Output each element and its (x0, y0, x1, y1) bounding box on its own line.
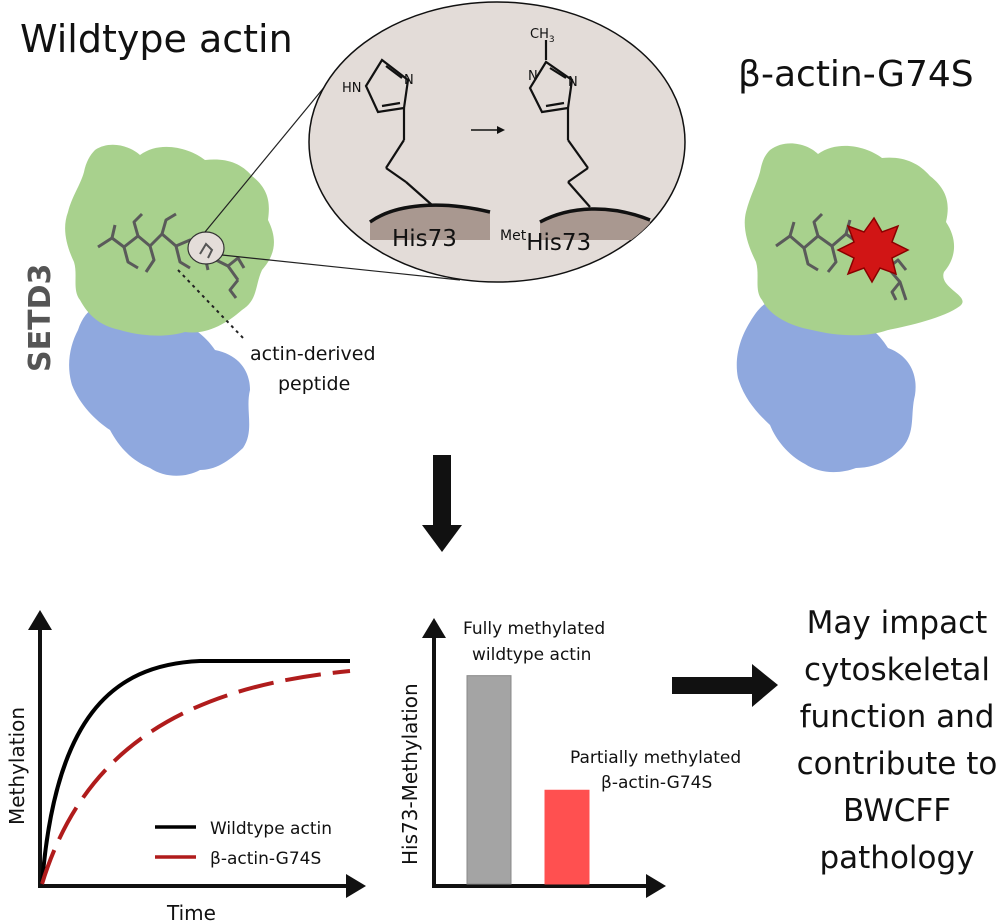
conclusion-line-3: function and (800, 699, 995, 735)
label-his73: His73 (392, 226, 457, 252)
label-n-left: N (404, 73, 414, 88)
conclusion-line-2: cytoskeletal (804, 652, 990, 688)
kinetics-xlabel: Time (166, 901, 216, 924)
setd3-label: SETD3 (23, 264, 58, 372)
label-methis73: MetHis73 (500, 228, 591, 256)
label-n-right: N (568, 75, 578, 90)
zoom-line-upper (204, 67, 341, 233)
bar-ylabel: His73-Methylation (398, 683, 422, 865)
down-arrow (422, 455, 462, 552)
bar1-label-line1: Fully methylated (463, 619, 605, 639)
histidine-left (364, 58, 433, 206)
legend-label-mutant: β-actin-G74S (210, 849, 321, 869)
peptide-stick-left (97, 212, 246, 299)
wildtype-title: Wildtype actin (20, 17, 293, 61)
conclusion-line-1: May impact (807, 605, 988, 641)
label-ch3: CH3 (530, 27, 555, 45)
peptide-label-line2: peptide (278, 373, 350, 395)
kinetics-ylabel: Methylation (5, 707, 29, 825)
legend-label-wildtype: Wildtype actin (210, 819, 332, 839)
peptide-pointer-line (177, 269, 246, 341)
conclusion-line-5: BWCFF (843, 793, 951, 829)
backbone-curve-left (368, 203, 491, 224)
curve-wildtype (40, 659, 350, 885)
backbone-mound-left (370, 205, 490, 240)
bar-wildtype (466, 675, 512, 885)
conclusion-text: May impact cytoskeletal function and con… (797, 605, 998, 876)
reaction-arrow (471, 126, 505, 134)
label-hn: HN (342, 81, 362, 96)
zoom-line-lower (221, 254, 461, 281)
mutant-title: β-actin-G74S (738, 54, 974, 95)
histidine-methylated (528, 40, 591, 208)
backbone-mound-right (540, 208, 650, 240)
setd3-blue-domain-right (736, 296, 916, 473)
backbone-curve-right (539, 207, 651, 224)
zoom-circle: HN N CH3 N N His73 MetHis73 (308, 1, 686, 283)
bar1-label-line2: wildtype actin (472, 645, 591, 665)
curve-mutant (40, 669, 351, 885)
kinetics-plot: Wildtype actin β-actin-G74S Methylation … (5, 610, 366, 924)
bar-mutant (544, 789, 590, 885)
conclusion-line-6: pathology (819, 840, 974, 876)
bar2-label-line1: Partially methylated (570, 748, 741, 768)
setd3-blue-domain-left (69, 300, 250, 476)
conclusion-line-4: contribute to (797, 746, 998, 782)
peptide-label-line1: actin-derived (250, 343, 376, 365)
label-n-right-top: N (528, 69, 538, 84)
right-arrow (672, 664, 778, 707)
mutation-star (836, 216, 910, 284)
his73-highlight-circle (187, 231, 225, 265)
his73-mini-structure (199, 242, 214, 259)
bar2-label-line2: β-actin-G74S (601, 773, 712, 793)
bar-plot: His73-Methylation Fully methylated wildt… (398, 618, 741, 898)
